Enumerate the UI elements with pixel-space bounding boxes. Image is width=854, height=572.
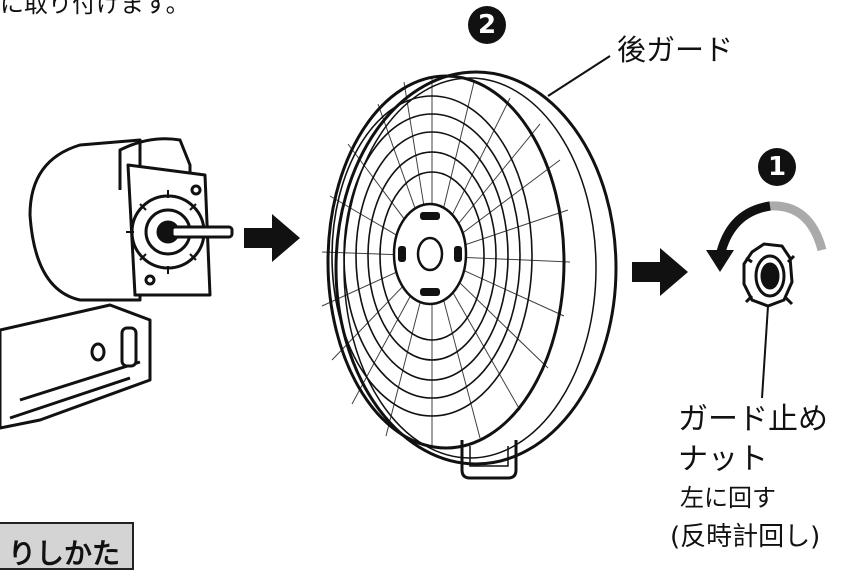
- step-1-badge: 1: [758, 148, 796, 186]
- nut-turn-detail-label: (反時計回し): [670, 524, 820, 550]
- arrow-right-icon: [632, 248, 688, 296]
- rear-guard-label: 後ガード: [617, 36, 733, 65]
- nut-name-label-line2: ナット: [678, 445, 768, 475]
- rear-guard-illustration: [322, 72, 616, 478]
- section-heading-text: りしかた: [8, 537, 120, 570]
- motor-unit-illustration: [0, 139, 232, 428]
- step-2-badge: 2: [468, 6, 506, 44]
- section-heading-tab: りしかた: [0, 522, 134, 570]
- guard-nut-illustration: [744, 244, 794, 306]
- nut-turn-label: 左に回す: [680, 486, 776, 510]
- arrow-right-icon: [244, 214, 300, 262]
- nut-name-label-line1: ガード止め: [678, 405, 828, 435]
